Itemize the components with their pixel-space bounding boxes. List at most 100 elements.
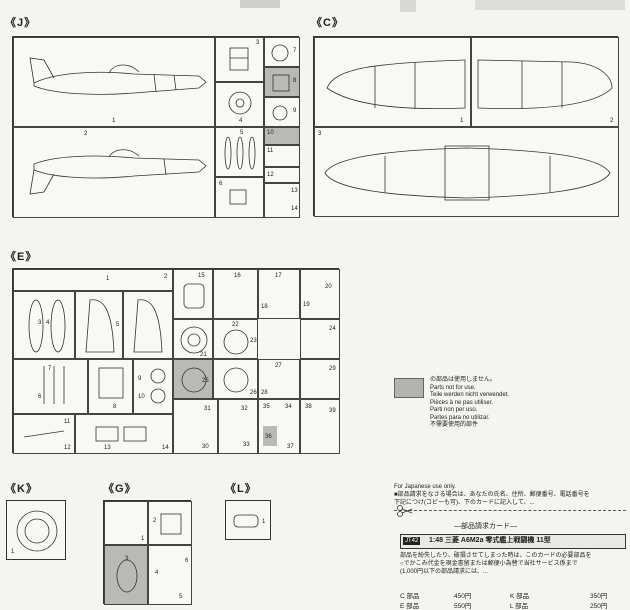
part-number: 12 <box>267 172 274 178</box>
request-line-2: ■部品請求をなさる場合は、あなたの氏名、住所、郵便番号、電話番号を <box>394 492 590 498</box>
header-fragment-drawing <box>240 0 625 12</box>
part-number: 5 <box>240 130 244 136</box>
fuselage-left-drawing <box>29 57 207 95</box>
engine-drawing <box>223 329 249 355</box>
wing-upper-right-drawing <box>477 59 613 110</box>
part-number: 23 <box>250 338 257 344</box>
j-part-7-drawing <box>271 44 289 62</box>
wheels-drawing <box>150 368 166 404</box>
part-number: 3 <box>38 320 42 326</box>
sprue-g: 1 2 3 6 4 5 <box>103 500 192 605</box>
j-part-12-cell: 12 <box>264 167 300 183</box>
sprue-e: 1 2 3 4 5 6 7 8 9 10 11 12 13 14 15 <box>12 268 340 454</box>
e-part-5b-cell <box>123 291 173 359</box>
request-line-1: For Japanese use only. <box>394 484 456 490</box>
part-number: 16 <box>234 273 241 279</box>
j-part-11-cell: 11 <box>264 145 300 167</box>
j-part-10-cell: 10 <box>264 127 300 145</box>
e-part-6-7-cell: 6 7 <box>13 359 88 414</box>
engine-gray-drawing <box>181 367 207 393</box>
card-body-line-3: (1,000円以下の部品請求には、... <box>400 569 489 575</box>
e-part-38-39-cell: 38 39 <box>300 399 340 454</box>
price-value: 350円 <box>590 593 608 600</box>
part-number: 6 <box>185 558 189 564</box>
c-part-2-cell: 2 <box>471 37 619 127</box>
part-number: 10 <box>138 394 145 400</box>
part-number: 1 <box>112 118 116 124</box>
j-part-7-cell: 7 <box>264 37 300 67</box>
card-title: —部品請求カード— <box>454 523 517 530</box>
j-part-4-drawing <box>228 91 252 115</box>
g-part-4-6-cell: 6 4 5 <box>148 545 192 605</box>
part-number: 11 <box>267 148 274 154</box>
part-number: 17 <box>275 273 282 279</box>
part-number: 24 <box>329 326 336 332</box>
part-number: 36 <box>265 434 272 440</box>
c-part-1-cell: 1 <box>314 37 471 127</box>
e-part-30-31-cell: 31 30 <box>173 399 218 454</box>
drop-tank-drawing <box>28 299 66 353</box>
part-number: 14 <box>162 445 169 451</box>
part-number: 8 <box>113 404 117 410</box>
part-number: 11 <box>64 419 71 425</box>
section-label-e: 《E》 <box>5 251 38 263</box>
cockpit-floor-drawing <box>98 367 124 399</box>
part-number: 4 <box>155 570 159 576</box>
j-part-8-cell: 8 <box>264 67 300 97</box>
product-name: 1:48 三菱 A6M2a 零式艦上戦闘機 11型 <box>429 537 551 544</box>
g-part-1-cell: 1 <box>104 501 148 545</box>
g-part-2-cell: 2 <box>148 501 192 545</box>
part-number: 30 <box>202 444 209 450</box>
part-number: 1 <box>11 549 15 555</box>
fuselage-right-drawing <box>29 149 207 195</box>
j-part-13-14-cell: 13 14 <box>264 183 300 218</box>
part-number: 2 <box>610 118 614 124</box>
engine-drawing <box>223 367 249 393</box>
part-number: 31 <box>204 406 211 412</box>
price-value: 250円 <box>590 603 608 610</box>
part-number: 39 <box>329 408 336 414</box>
wing-upper-left-drawing <box>326 59 466 109</box>
e-part-16-cell: 16 <box>213 269 258 319</box>
part-number: 5 <box>116 322 120 328</box>
e-part-9-10-cell: 9 10 <box>133 359 173 414</box>
price-part: L 部品 <box>510 603 529 610</box>
part-number: 9 <box>138 376 142 382</box>
parts-request-card: —部品請求カード— JT42 1:48 三菱 A6M2a 零式艦上戦闘機 11型… <box>394 505 626 610</box>
part-number: 18 <box>261 304 268 310</box>
part-number: 20 <box>325 284 332 290</box>
landing-gear-drawing <box>43 366 65 404</box>
unused-parts-legend: の部品は使用しません。 Parts not for use. Teile wer… <box>430 377 510 428</box>
j-part-3-cell: 3 <box>215 37 264 82</box>
e-part-22-23-cell: 22 23 <box>213 319 258 359</box>
scissors-icon <box>397 505 413 517</box>
part-number: 27 <box>275 363 282 369</box>
j-part-4-cell: 4 <box>215 82 264 127</box>
part-number: 26 <box>250 390 257 396</box>
part-number: 19 <box>303 302 310 308</box>
price-part: E 部品 <box>400 603 420 610</box>
part-number: 14 <box>291 206 298 212</box>
e-part-1-2-cell: 1 2 <box>13 269 173 291</box>
sprue-l: 1 <box>225 500 271 540</box>
part-number: 7 <box>293 48 297 54</box>
part-number: 3 <box>318 131 322 137</box>
part-number: 2 <box>84 131 88 137</box>
part-number: 37 <box>287 444 294 450</box>
cowl-ring-drawing <box>180 326 208 354</box>
l-part-drawing <box>233 514 259 528</box>
e-part-32-33-cell: 32 33 <box>218 399 258 454</box>
e-part-17-18-cell: 17 18 <box>258 269 300 319</box>
instrument-panel-drawing <box>95 426 147 442</box>
part-number: 29 <box>329 366 336 372</box>
part-number: 38 <box>305 404 312 410</box>
antenna-drawing <box>23 430 65 438</box>
e-part-15-cell: 15 <box>173 269 213 319</box>
part-number: 13 <box>291 188 298 194</box>
j-part-5-drawing <box>224 136 256 170</box>
part-number: 12 <box>64 445 71 451</box>
section-label-c: 《C》 <box>311 17 344 29</box>
e-part-27-28-cell: 27 28 <box>258 359 300 399</box>
price-part: C 部品 <box>400 593 420 600</box>
card-instructions: 部品を紛失したり、破損させてしまった時は、このカードの必要部品を ○でかこみ代金… <box>400 552 622 576</box>
